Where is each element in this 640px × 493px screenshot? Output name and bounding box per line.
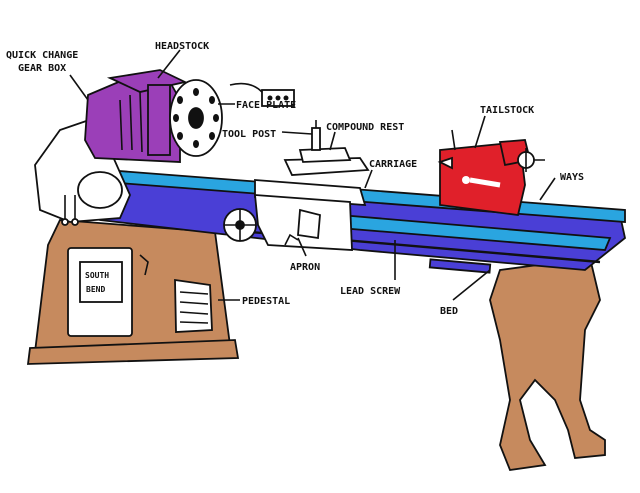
door-text-1: SOUTH xyxy=(85,271,109,280)
gear-box-dial xyxy=(77,171,123,209)
face-plate xyxy=(169,79,223,157)
label-tool-post: TOOL POST xyxy=(222,129,276,140)
label-pedestal: PEDESTAL xyxy=(242,296,290,307)
label-headstock: HEADSTOCK xyxy=(155,41,209,52)
door-latch xyxy=(139,254,149,276)
label-carriage: CARRIAGE xyxy=(369,159,417,170)
switch-box xyxy=(229,82,295,107)
label-bed: BED xyxy=(440,306,458,317)
door-badge xyxy=(79,261,123,303)
door-text-2: BEND xyxy=(86,285,105,294)
gear-box-knobs xyxy=(61,195,79,226)
right-leg xyxy=(489,257,606,471)
label-quick-change-1: QUICK CHANGE xyxy=(6,50,78,61)
bed-rack xyxy=(428,258,492,274)
label-apron: APRON xyxy=(290,262,320,273)
tailstock-slot xyxy=(469,177,501,188)
label-compound-rest: COMPOUND REST xyxy=(326,122,404,133)
label-lead-screw: LEAD SCREW xyxy=(340,286,401,297)
apron-gear xyxy=(297,208,321,240)
tool-post xyxy=(311,127,321,151)
leader-lines xyxy=(69,49,556,301)
headstock-top xyxy=(106,69,188,93)
pedestal-base xyxy=(26,339,240,365)
label-ways: WAYS xyxy=(560,172,584,183)
label-face-plate: FACE PLATE xyxy=(236,100,296,111)
label-quick-change-2: GEAR BOX xyxy=(18,63,66,74)
pedestal-vent xyxy=(174,278,213,333)
headstock-pulley xyxy=(147,84,171,156)
label-tailstock: TAILSTOCK xyxy=(480,105,534,116)
